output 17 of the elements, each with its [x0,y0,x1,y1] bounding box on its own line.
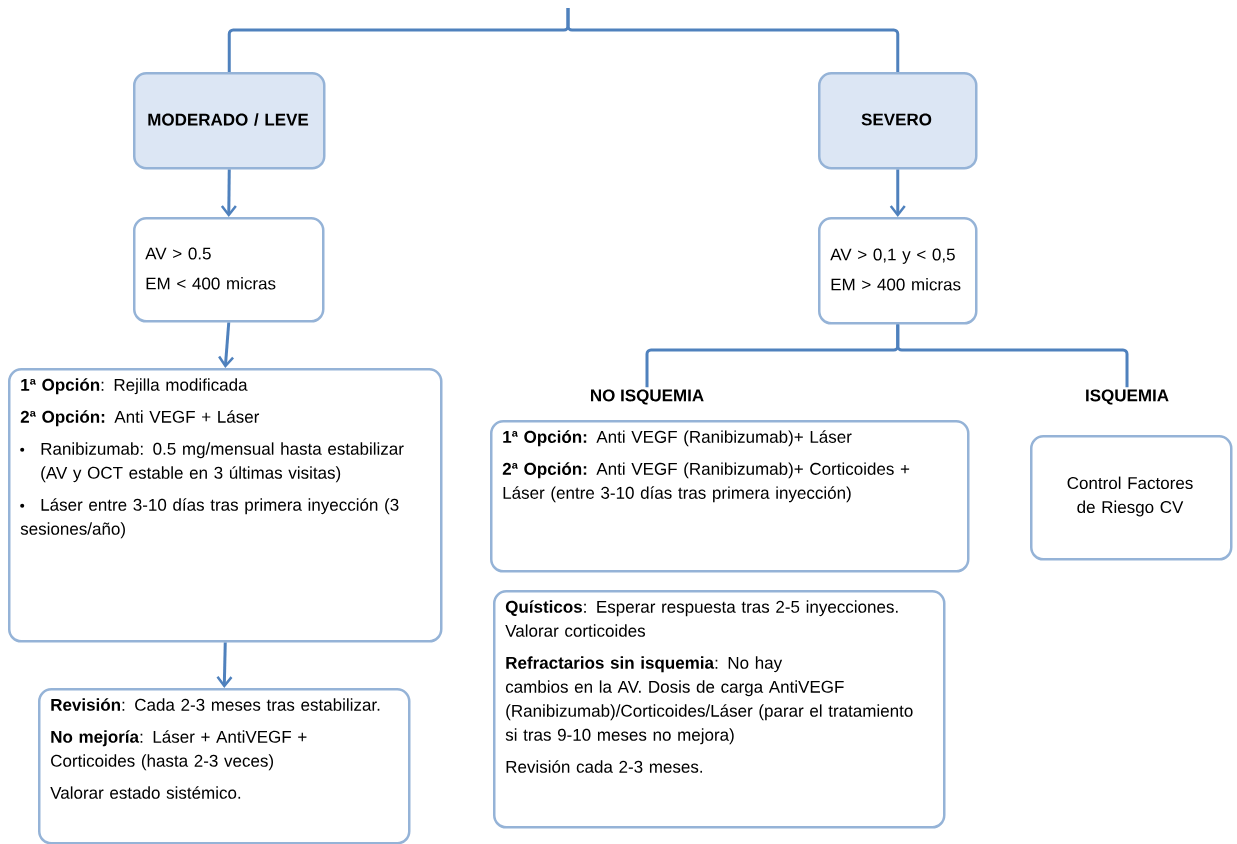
flow-box: AV > 0.5 EM < 400 micras [133,217,325,323]
flow-box: AV > 0,1 y < 0,5 EM > 400 micras [818,217,978,325]
arrow [220,169,237,217]
arrow [218,322,234,368]
flow-box: 1ª Opción: Rejilla modificada 2ª Opción: Anti VEGF + Láser Ranibizumab: 0.5 mg/mensual hasta estabilizar (AV y OCT estable en 3 últimas visitas) Láser entre 3-10 días tras primera inyección (3 sesiones/año) [8,368,443,643]
flow-box: Revisión: Cada 2-3 meses tras estabilizar. No mejoría: Láser + AntiVEGF + Corticoides (hasta 2-3 veces) Valorar estado sistémico. [38,688,411,844]
flow-box: 1ª Opción: Anti VEGF (Ranibizumab)+ Láser 2ª Opción: Anti VEGF (Ranibizumab)+ Corticoides + Láser (entre 3-10 días tras primera inyección) [490,420,970,573]
flow-box: MODERADO / LEVE [133,72,326,170]
flow-box: Control Factores de Riesgo CV [1030,435,1233,561]
flow-box: Quísticos: Esperar respuesta tras 2-5 inyecciones. Valorar corticoides Refractarios sin isquemia: No hay cambios en la AV. Dosis de carga AntiVEGF (Ranibizumab)/Corticoides/Láser (parar el tratamiento si tras 9-10 meses no mejora) Revisión cada 2-3 meses. [493,590,946,829]
branch-heading: ISQUEMIA [1086,389,1169,405]
arrow [216,642,233,688]
connector-line [896,324,1129,388]
arrow [889,169,906,217]
flow-box: SEVERO [818,72,978,170]
connector-line [566,8,900,72]
branch-heading: NO ISQUEMIA [591,389,704,405]
